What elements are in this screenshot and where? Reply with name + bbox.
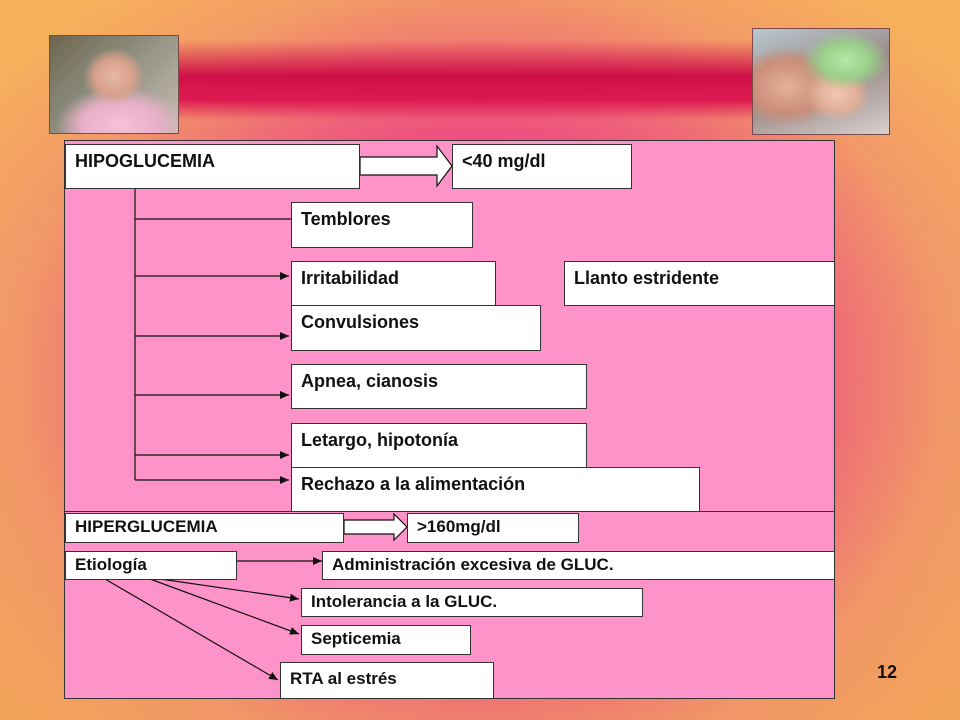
header-band	[130, 40, 830, 120]
sleeping-newborn-photo	[49, 35, 179, 134]
cause-excess-glucose: Administración excesiva de GLUC.	[322, 551, 835, 580]
symptom-irritabilidad: Irritabilidad	[291, 261, 496, 306]
hypo-block-arrow	[359, 144, 453, 188]
symptom-apnea-cianosis: Apnea, cianosis	[291, 364, 587, 409]
breastfeeding-newborn-photo	[752, 28, 890, 135]
hyperglycemia-title: HIPERGLUCEMIA	[65, 513, 344, 543]
etiology-label: Etiología	[65, 551, 237, 580]
symptom-convulsiones: Convulsiones	[291, 305, 541, 351]
hypoglycemia-threshold: <40 mg/dl	[452, 144, 632, 189]
cause-stress-response: RTA al estrés	[280, 662, 494, 699]
symptom-rechazo-alimentacion: Rechazo a la alimentación	[291, 467, 700, 512]
symptom-temblores: Temblores	[291, 202, 473, 248]
symptom-llanto-estridente: Llanto estridente	[564, 261, 835, 306]
hyperglycemia-threshold: >160mg/dl	[407, 513, 579, 543]
page-number: 12	[877, 662, 898, 682]
cause-septicemia: Septicemia	[301, 625, 471, 655]
symptom-letargo-hipotonia: Letargo, hipotonía	[291, 423, 587, 468]
hyper-block-arrow	[343, 512, 408, 542]
cause-glucose-intolerance: Intolerancia a la GLUC.	[301, 588, 643, 617]
hypoglycemia-title: HIPOGLUCEMIA	[65, 144, 360, 189]
